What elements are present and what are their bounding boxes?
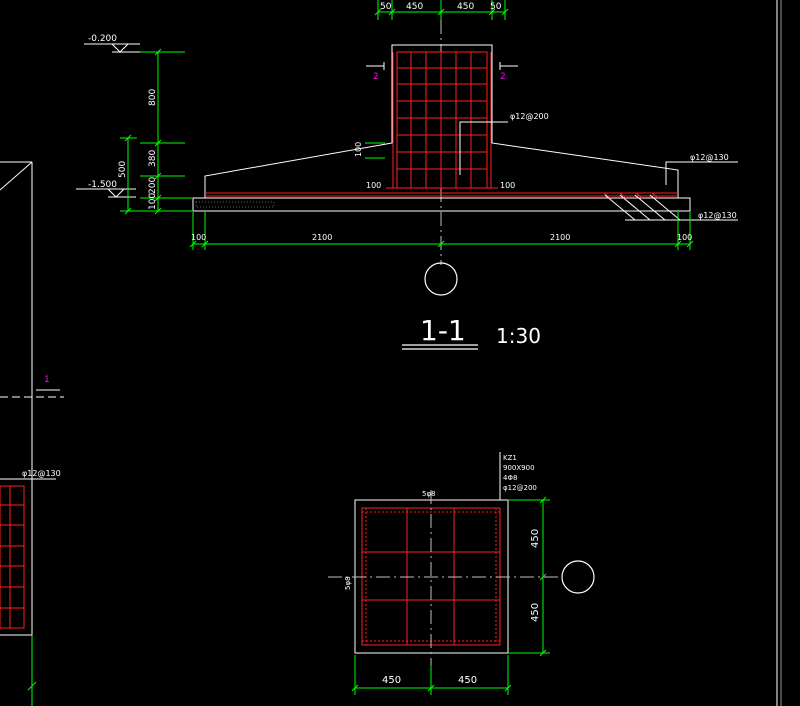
section-mark-right-label: 2 xyxy=(500,72,506,82)
section-mark-right xyxy=(499,62,518,70)
section-view: 50 450 450 50 -0.200 -1.500 xyxy=(76,0,738,350)
dowel-left-dim: 100 xyxy=(366,181,381,190)
elevation-top: -0.200 xyxy=(88,34,117,44)
section-mark-left xyxy=(366,62,385,70)
top-dim-1: 50 xyxy=(380,2,392,12)
column-label-3: 4Φ8 xyxy=(503,474,517,482)
elevation-top-mark xyxy=(84,43,140,53)
elevation-bottom-mark xyxy=(76,188,136,198)
top-rebar-label: φ12@130 xyxy=(690,153,729,162)
footing-outline xyxy=(192,44,691,212)
bottom-rebar-label: φ12@130 xyxy=(698,211,737,220)
section-mark-left-label: 2 xyxy=(373,72,379,82)
left-fragment: 1 φ12@130 xyxy=(0,161,64,706)
section-scale: 1:30 xyxy=(496,324,541,348)
bottom-dim-1: 100 xyxy=(191,233,206,242)
vdim-100: 100 xyxy=(148,193,158,210)
vdim-200: 200 xyxy=(148,177,158,194)
column-rebar-leader xyxy=(459,121,508,175)
dowel-right-dim: 100 xyxy=(500,181,515,190)
bedding-hatch xyxy=(195,201,275,208)
slope-dim: 100 xyxy=(354,142,363,157)
section-title: 1-1 xyxy=(420,314,466,347)
bottom-dim-4: 100 xyxy=(677,233,692,242)
section-axis-bubble xyxy=(424,262,458,296)
plan-bottom-dim-1: 450 xyxy=(382,675,401,686)
column-rebar-cage xyxy=(386,51,498,189)
frame-border xyxy=(776,0,782,706)
plan-right-dim-2: 450 xyxy=(530,603,541,622)
top-rebar-leader xyxy=(665,161,738,185)
vertical-dim-lines xyxy=(120,48,192,215)
footing-rebar xyxy=(205,192,678,199)
left-rebar-grid xyxy=(0,485,25,629)
plan-right-dim-lines xyxy=(508,496,550,657)
bottom-rebar-leader xyxy=(604,194,738,221)
bottom-dim-2: 2100 xyxy=(312,233,332,242)
bottom-dim-3: 2100 xyxy=(550,233,570,242)
column-rebar-label: φ12@200 xyxy=(510,112,549,121)
plan-bottom-dim-lines xyxy=(351,655,512,695)
column-label-4: φ12@200 xyxy=(503,484,537,492)
plan-axis-bubble xyxy=(561,560,595,594)
vdim-500: 500 xyxy=(118,161,128,178)
vdim-800: 800 xyxy=(148,89,158,106)
plan-right-dim-1: 450 xyxy=(530,529,541,548)
top-dim-3: 450 xyxy=(457,2,474,12)
side-bar-label: 5φ8 xyxy=(344,576,352,590)
top-dim-lines xyxy=(374,0,509,20)
plan-bottom-dim-2: 450 xyxy=(458,675,477,686)
elevation-bottom: -1.500 xyxy=(88,180,117,190)
column-label-1: KZ1 xyxy=(503,454,517,462)
top-bar-label: 5φ8 xyxy=(422,490,436,498)
top-dim-2: 450 xyxy=(406,2,423,12)
top-dim-4: 50 xyxy=(490,2,502,12)
vdim-380: 380 xyxy=(148,150,158,167)
column-label-2: 900X900 xyxy=(503,464,535,472)
left-rebar-label: φ12@130 xyxy=(22,469,61,478)
plan-view: KZ1 900X900 4Φ8 φ12@200 5φ8 5φ8 xyxy=(328,452,595,695)
left-section-mark: 1 xyxy=(44,375,50,385)
bottom-dim-lines xyxy=(189,212,694,250)
